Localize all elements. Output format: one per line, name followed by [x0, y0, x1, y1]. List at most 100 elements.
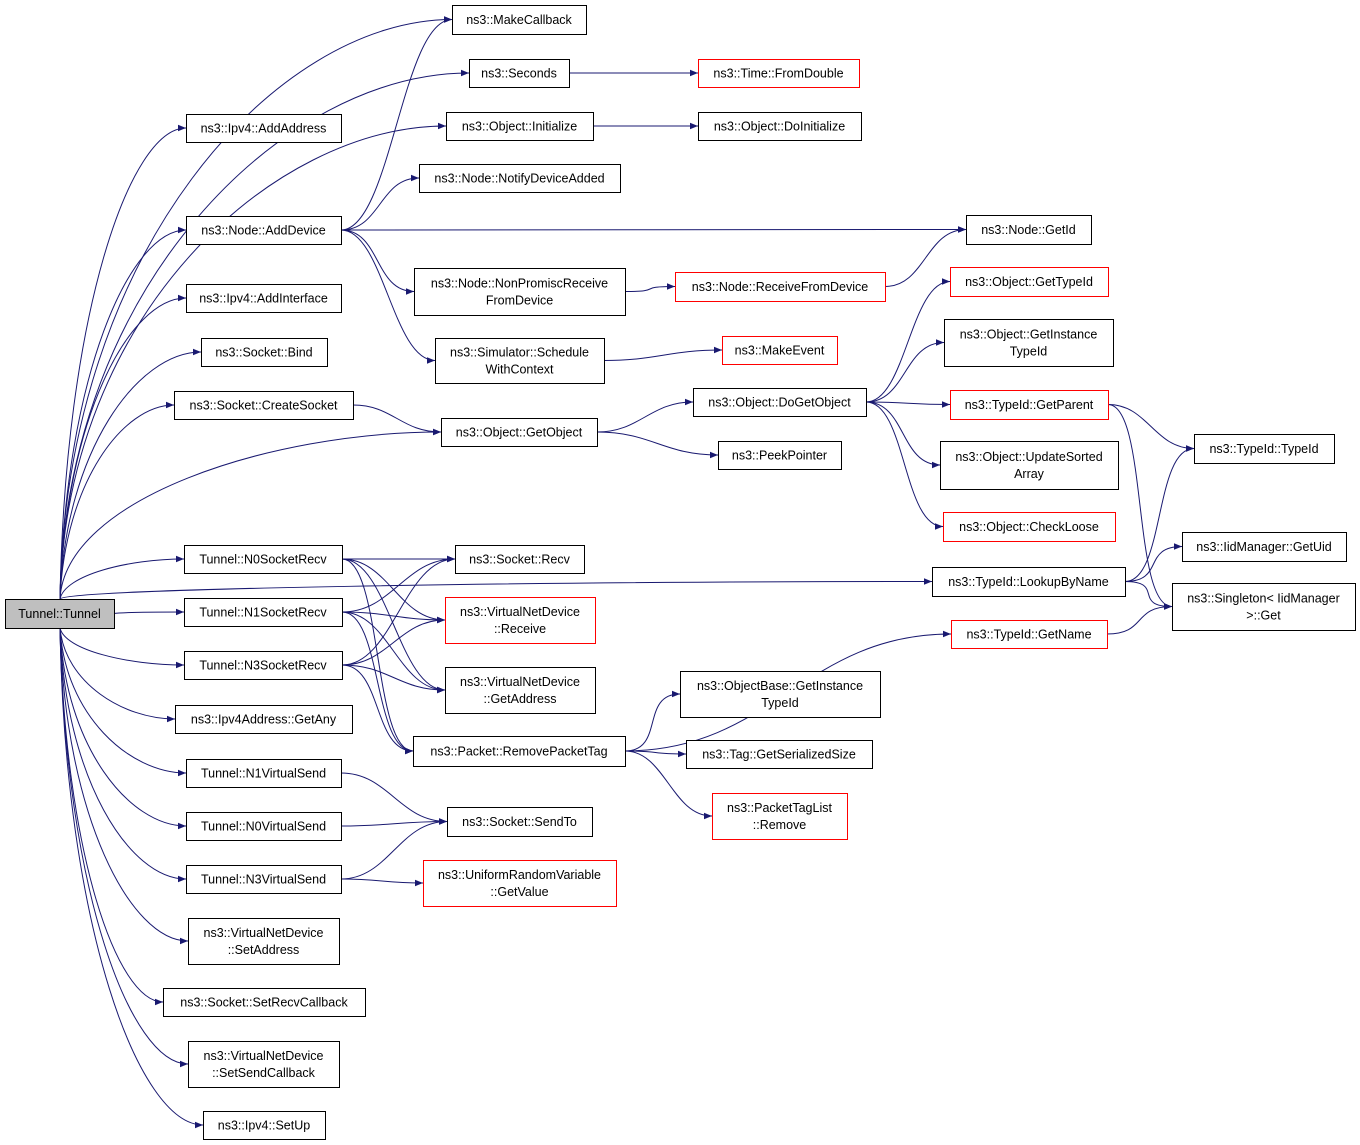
edge-n3recv-to-vndreceive — [341, 616, 446, 666]
node-ns3-node-getid[interactable]: ns3::Node::GetId — [966, 215, 1092, 245]
edge-root-to-n3send — [59, 627, 187, 883]
node-ns3-ipv4-setup[interactable]: ns3::Ipv4::SetUp — [203, 1111, 326, 1140]
edge-n1recv-to-rmtag — [341, 611, 414, 755]
edge-dogetobj-to-updsorted — [865, 401, 941, 469]
node-tunnel-n1socketrecv[interactable]: Tunnel::N1SocketRecv — [184, 598, 343, 627]
node-ns3-singleton-iidmanager-get[interactable]: ns3::Singleton< IidManager>::Get — [1172, 583, 1356, 631]
edge-n0recv-to-rmtag — [341, 558, 414, 755]
node-ns3-iidmanager-getuid[interactable]: ns3::IidManager::GetUid — [1182, 532, 1347, 562]
node-ns3-ipv4address-getany[interactable]: ns3::Ipv4Address::GetAny — [175, 705, 353, 734]
edge-recvfromdev-to-getid — [884, 226, 967, 287]
node-ns3-typeid-lookupbyname[interactable]: ns3::TypeId::LookupByName — [932, 567, 1126, 597]
node-label: ns3::Tag::GetSerializedSize — [702, 748, 856, 762]
node-ns3-socket-createsocket[interactable]: ns3::Socket::CreateSocket — [174, 391, 354, 420]
node-ns3-object-gettypeid[interactable]: ns3::Object::GetTypeId — [950, 267, 1109, 297]
node-ns3-node-adddevice[interactable]: ns3::Node::AddDevice — [186, 216, 342, 245]
edge-root-to-objinit — [59, 122, 447, 600]
node-label: ::SetSendCallback — [212, 1066, 316, 1080]
node-ns3-virtualnetdevice-setaddress[interactable]: ns3::VirtualNetDevice::SetAddress — [188, 918, 340, 965]
node-ns3-virtualnetdevice-receive[interactable]: ns3::VirtualNetDevice::Receive — [445, 597, 596, 644]
node-box — [413, 736, 626, 767]
edge-n0send-to-sendto — [340, 818, 448, 827]
node-ns3-typeid-getparent[interactable]: ns3::TypeId::GetParent — [950, 390, 1109, 420]
node-label: ns3::Socket::Recv — [469, 553, 570, 567]
node-box — [201, 338, 328, 367]
node-ns3-object-dogetobject[interactable]: ns3::Object::DoGetObject — [693, 388, 867, 417]
node-ns3-object-doinitialize[interactable]: ns3::Object::DoInitialize — [698, 112, 862, 141]
node-ns3-typeid-getname[interactable]: ns3::TypeId::GetName — [951, 620, 1108, 649]
node-ns3-socket-sendto[interactable]: ns3::Socket::SendTo — [447, 807, 593, 837]
node-tunnel-tunnel[interactable]: Tunnel::Tunnel — [5, 599, 115, 629]
edge-rmtag-to-ptlremove — [624, 750, 713, 820]
node-ns3-packettaglist-remove[interactable]: ns3::PacketTagList::Remove — [712, 793, 848, 840]
node-label: ns3::Object::UpdateSorted — [955, 450, 1102, 464]
node-label: ns3::Socket::Bind — [215, 346, 312, 360]
node-box — [163, 988, 366, 1017]
node-box — [184, 545, 343, 574]
node-label: ::GetAddress — [484, 692, 557, 706]
node-box — [203, 1111, 326, 1140]
node-ns3-virtualnetdevice-getaddress[interactable]: ns3::VirtualNetDevice::GetAddress — [445, 667, 596, 714]
edge-dogetobj-to-objgettypeid — [865, 278, 951, 403]
node-ns3-virtualnetdevice-setsendcallback[interactable]: ns3::VirtualNetDevice::SetSendCallback — [188, 1041, 340, 1088]
node-ns3-makeevent[interactable]: ns3::MakeEvent — [722, 336, 838, 365]
node-ns3-object-getobject[interactable]: ns3::Object::GetObject — [441, 418, 598, 447]
node-ns3-time-fromdouble[interactable]: ns3::Time::FromDouble — [698, 59, 860, 88]
node-box — [186, 865, 342, 894]
edge-adddev-to-getid — [340, 226, 967, 233]
node-label: ns3::Ipv4::AddInterface — [199, 292, 328, 306]
node-box — [414, 268, 626, 316]
node-ns3-socket-setrecvcallback[interactable]: ns3::Socket::SetRecvCallback — [163, 988, 366, 1017]
node-label: ns3::Object::Initialize — [462, 120, 577, 134]
node-box — [718, 441, 842, 470]
node-ns3-socket-bind[interactable]: ns3::Socket::Bind — [201, 338, 328, 367]
edge-lookup-to-iidgetuid — [1124, 543, 1183, 582]
node-box — [186, 216, 342, 245]
edge-n1recv-to-vndreceive — [341, 611, 446, 624]
node-ns3-seconds[interactable]: ns3::Seconds — [469, 59, 570, 88]
node-tunnel-n3virtualsend[interactable]: Tunnel::N3VirtualSend — [186, 865, 342, 894]
node-label: Tunnel::N3SocketRecv — [199, 659, 327, 673]
node-ns3-uniformrandomvariable-getvalue[interactable]: ns3::UniformRandomVariable::GetValue — [423, 860, 617, 907]
edge-root-to-setaddr — [59, 627, 189, 945]
edge-root-to-bind — [59, 348, 202, 600]
node-tunnel-n3socketrecv[interactable]: Tunnel::N3SocketRecv — [184, 651, 343, 680]
node-ns3-node-notifydeviceadded[interactable]: ns3::Node::NotifyDeviceAdded — [419, 164, 621, 193]
node-ns3-ipv4-addaddress[interactable]: ns3::Ipv4::AddAddress — [186, 114, 342, 143]
node-ns3-node-receivefromdevice[interactable]: ns3::Node::ReceiveFromDevice — [675, 272, 886, 302]
node-box — [675, 272, 886, 302]
node-tunnel-n0socketrecv[interactable]: Tunnel::N0SocketRecv — [184, 545, 343, 574]
edge-n3recv-to-vndgetaddr — [341, 664, 446, 694]
node-tunnel-n0virtualsend[interactable]: Tunnel::N0VirtualSend — [186, 812, 342, 841]
node-ns3-object-checkloose[interactable]: ns3::Object::CheckLoose — [943, 512, 1116, 542]
edge-root-to-adddev — [59, 226, 187, 600]
node-box — [1194, 434, 1335, 464]
node-ns3-makecallback[interactable]: ns3::MakeCallback — [452, 5, 587, 35]
node-label: ns3::Object::CheckLoose — [959, 520, 1099, 534]
node-box — [1182, 532, 1347, 562]
edge-root-to-getobject — [59, 428, 442, 600]
edge-schedctx-to-makeevent — [603, 346, 723, 361]
node-box — [175, 705, 353, 734]
node-label: ns3::Seconds — [481, 67, 557, 81]
node-label: ns3::Object::GetObject — [456, 426, 583, 440]
node-label: ::Remove — [753, 818, 807, 832]
node-ns3-socket-recv[interactable]: ns3::Socket::Recv — [455, 545, 585, 574]
node-ns3-peekpointer[interactable]: ns3::PeekPointer — [718, 441, 842, 470]
node-label: >::Get — [1246, 609, 1281, 623]
node-box — [686, 740, 873, 769]
node-tunnel-n1virtualsend[interactable]: Tunnel::N1VirtualSend — [186, 759, 342, 788]
node-ns3-packet-removepackettag[interactable]: ns3::Packet::RemovePacketTag — [413, 736, 626, 767]
node-ns3-tag-getserializedsize[interactable]: ns3::Tag::GetSerializedSize — [686, 740, 873, 769]
node-ns3-object-initialize[interactable]: ns3::Object::Initialize — [446, 112, 594, 141]
node-ns3-ipv4-addinterface[interactable]: ns3::Ipv4::AddInterface — [186, 284, 342, 313]
node-label: ns3::Ipv4::SetUp — [218, 1119, 310, 1133]
node-label: TypeId — [761, 696, 799, 710]
node-ns3-typeid-typeid[interactable]: ns3::TypeId::TypeId — [1194, 434, 1335, 464]
edge-root-to-lookup — [59, 578, 933, 600]
